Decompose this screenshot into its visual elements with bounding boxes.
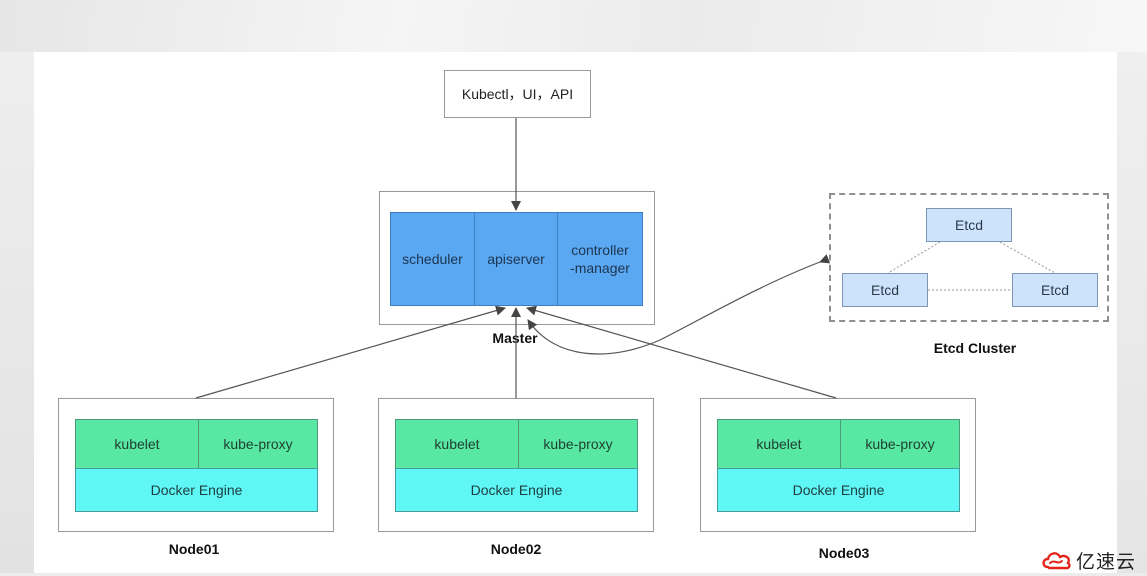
node01-kubelet: kubelet bbox=[75, 419, 199, 469]
watermark-text: 亿速云 bbox=[1076, 550, 1137, 573]
master-box: scheduler apiserver controller -manager bbox=[379, 191, 655, 325]
etcd-cluster-title: Etcd Cluster bbox=[933, 340, 1017, 356]
background-band bbox=[0, 0, 1147, 52]
node03-kubelet: kubelet bbox=[717, 419, 841, 469]
node02-docker-engine: Docker Engine bbox=[395, 468, 638, 512]
node03-kube-proxy: kube-proxy bbox=[840, 419, 960, 469]
apiserver-component: apiserver bbox=[474, 212, 558, 306]
master-title: Master bbox=[492, 330, 538, 346]
node02-kube-proxy: kube-proxy bbox=[518, 419, 638, 469]
node01-kube-proxy: kube-proxy bbox=[198, 419, 318, 469]
etcd-node-left: Etcd bbox=[842, 273, 928, 307]
background-band-left bbox=[0, 52, 34, 573]
node03-docker-engine: Docker Engine bbox=[717, 468, 960, 512]
cloud-logo-icon bbox=[1040, 549, 1074, 571]
scheduler-component: scheduler bbox=[390, 212, 475, 306]
node01-title: Node01 bbox=[168, 541, 220, 557]
node01-docker-engine: Docker Engine bbox=[75, 468, 318, 512]
node02-box: kubelet kube-proxy Docker Engine bbox=[378, 398, 654, 532]
background-band-right bbox=[1117, 52, 1147, 573]
node02-title: Node02 bbox=[490, 541, 542, 557]
etcd-node-right: Etcd bbox=[1012, 273, 1098, 307]
node03-box: kubelet kube-proxy Docker Engine bbox=[700, 398, 976, 532]
client-label: Kubectl，UI，API bbox=[461, 86, 574, 102]
etcd-node-top: Etcd bbox=[926, 208, 1012, 242]
client-box: Kubectl，UI，API bbox=[444, 70, 591, 118]
controller-manager-component: controller -manager bbox=[557, 212, 643, 306]
node03-title: Node03 bbox=[818, 545, 870, 561]
watermark-logo: 亿速云 bbox=[1040, 548, 1137, 573]
node02-kubelet: kubelet bbox=[395, 419, 519, 469]
node01-box: kubelet kube-proxy Docker Engine bbox=[58, 398, 334, 532]
